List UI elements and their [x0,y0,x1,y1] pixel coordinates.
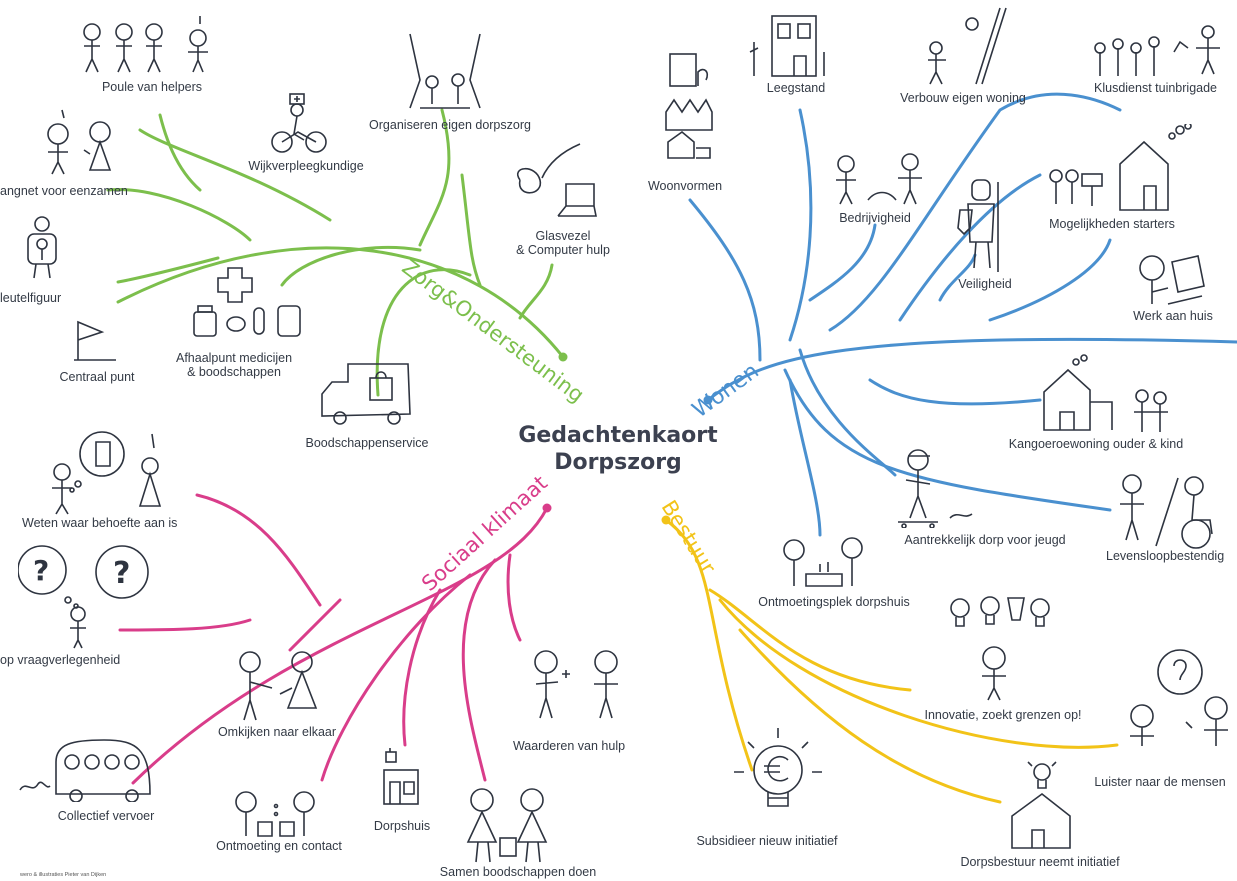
garden-tools-icon [1088,22,1237,80]
skateboard-youth-icon [890,448,986,528]
work-from-home-icon [1132,252,1208,308]
light-bulbs-icon [944,592,1054,702]
shopping-together-icon [458,786,558,864]
svg-text:?: ? [113,556,130,591]
building-icon [664,52,714,162]
village-hall-meeting-icon [776,534,872,592]
vacant-house-icon [744,12,830,78]
helpers-figures-icon [78,14,213,76]
key-figure-icon [22,216,64,280]
svg-text:?: ? [33,554,49,587]
medicine-icon [190,262,310,338]
topic-label: Weten waar behoefte aan is [22,516,178,530]
topic-label: Kangoeroewoning ouder & kind [1008,437,1184,451]
village-hall-icon [378,746,424,806]
topic-label: Veiligheid [958,277,1012,291]
topic-label: Verbouw eigen woning [900,91,1026,105]
topic-label: Organiseren eigen dorpszorg [369,118,531,132]
lifelong-wheelchair-icon [1112,470,1222,550]
euro-bulb-icon [728,726,828,826]
topic-label: Dorpsbestuur neemt initiatief [960,855,1120,869]
question-marks-icon: ? ? [18,540,168,650]
computer-icon [510,140,600,220]
kangaroo-house-icon [1036,352,1176,436]
delivery-van-icon [318,360,414,426]
topic-label: Leegstand [766,81,826,95]
topic-label: Bedrijvigheid [839,211,911,225]
topic-label: Afhaalpunt medicijen [175,351,293,365]
zorg-branch-lines [106,108,565,397]
caring-people-icon [228,648,328,724]
idea-house-icon [1006,758,1076,852]
topic-label: Innovatie, zoekt grenzen op! [924,708,1082,722]
business-workers-icon [826,150,930,208]
topic-label: Ontmoetingsplek dorpshuis [758,595,910,609]
nurse-on-bicycle-icon [270,92,330,156]
topic-label: Subsidieer nieuw initiatief [696,834,838,848]
topic-label: & Computer hulp [516,243,610,257]
topic-label: op vraagverlegenheid [0,653,121,667]
topic-label: leutelfiguur [0,291,62,305]
topic-label: Werk aan huis [1133,309,1213,323]
flag-icon [68,318,122,364]
topic-label: angnet voor eenzamen [0,184,128,198]
topic-label: Dorpshuis [373,819,431,833]
sociaal-branch-lines [118,493,549,785]
village-care-window-icon [406,30,484,112]
topic-label: Omkijken naar elkaar [217,725,337,739]
listen-people-icon [1116,646,1237,750]
topic-label: Collectief vervoer [57,809,155,823]
topic-label: Wijkverpleegkundige [248,159,364,173]
topic-label: Levensloopbestendig [1106,549,1225,563]
needs-thinking-icon [40,426,170,516]
renovation-ladder-icon [916,4,1014,86]
appreciation-people-icon [522,644,632,722]
bestuur-branch-lines [664,518,1119,804]
topic-label: Poule van helpers [101,80,203,94]
bus-icon [16,734,156,802]
topic-label: Boodschappenservice [305,436,429,450]
title-line-2: Dorpszorg [554,450,682,475]
topic-label: Waarderen van hulp [512,739,626,753]
topic-label: Mogelijkheden starters [1049,217,1175,231]
topic-label: Aantrekkelijk dorp voor jeugd [904,533,1066,547]
coffee-meeting-icon [228,786,324,838]
topic-label: Ontmoeting en contact [216,839,342,853]
title-line-1: Gedachtenkaort [518,423,718,448]
credit-text: wero & illustraties Pieter van Dijken [20,872,107,878]
topic-label: Luister naar de mensen [1094,775,1226,789]
starter-house-icon [1042,124,1192,214]
topic-label: Samen boodschappen doen [439,865,597,879]
topic-label: & boodschappen [187,365,281,379]
topic-label: Centraal punt [59,370,135,384]
topic-label: Klusdienst tuinbrigade [1094,81,1217,95]
topic-label: Woonvormen [647,179,723,193]
topic-label: Glasvezel [535,229,591,243]
wonen-branch-lines [688,92,1237,537]
mind-map-title: Gedachtenkaort Dorpszorg [518,422,717,476]
knight-security-icon [956,176,1006,272]
lonely-people-icon [36,104,122,178]
